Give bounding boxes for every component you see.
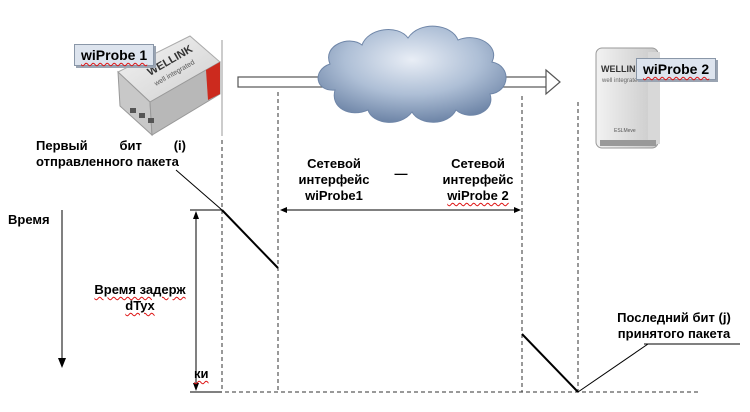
interface2-label: Сетевой интерфейс wiProbe 2 (442, 156, 514, 203)
network-cloud-icon (317, 25, 507, 123)
wiprobe2-tagline: well integrated (601, 78, 641, 84)
delay-label: Время задерж dTyx (94, 282, 186, 313)
first-bit-pointer (175, 169, 223, 211)
send-slope (221, 209, 279, 269)
wiprobe2-callout: wiProbe 2 (636, 58, 717, 80)
interface-dash: — (394, 166, 408, 181)
interface-span-arrow (280, 207, 521, 213)
receive-slope (521, 333, 579, 393)
wiprobe1-device-icon: WELLINK well integrated (117, 35, 221, 137)
delay-measure (190, 209, 222, 393)
last-bit-pointer (577, 343, 649, 393)
wiprobe1-callout: wiProbe 1 (74, 44, 155, 66)
interface1-label: Сетевой интерфейс wiProbe1 (298, 156, 370, 203)
timeline-guides (190, 92, 700, 393)
time-axis (58, 210, 66, 368)
delay-suffix: ки (194, 366, 209, 381)
last-bit-label: Последний бит (j) принятого пакета (617, 310, 731, 341)
wiprobe2-model: ESLMeve (614, 128, 636, 134)
wiprobe2-brand: WELLINK (601, 64, 642, 74)
time-label: Время (8, 212, 50, 227)
first-bit-label: Первый бит (i) отправленного пакета (36, 138, 186, 169)
